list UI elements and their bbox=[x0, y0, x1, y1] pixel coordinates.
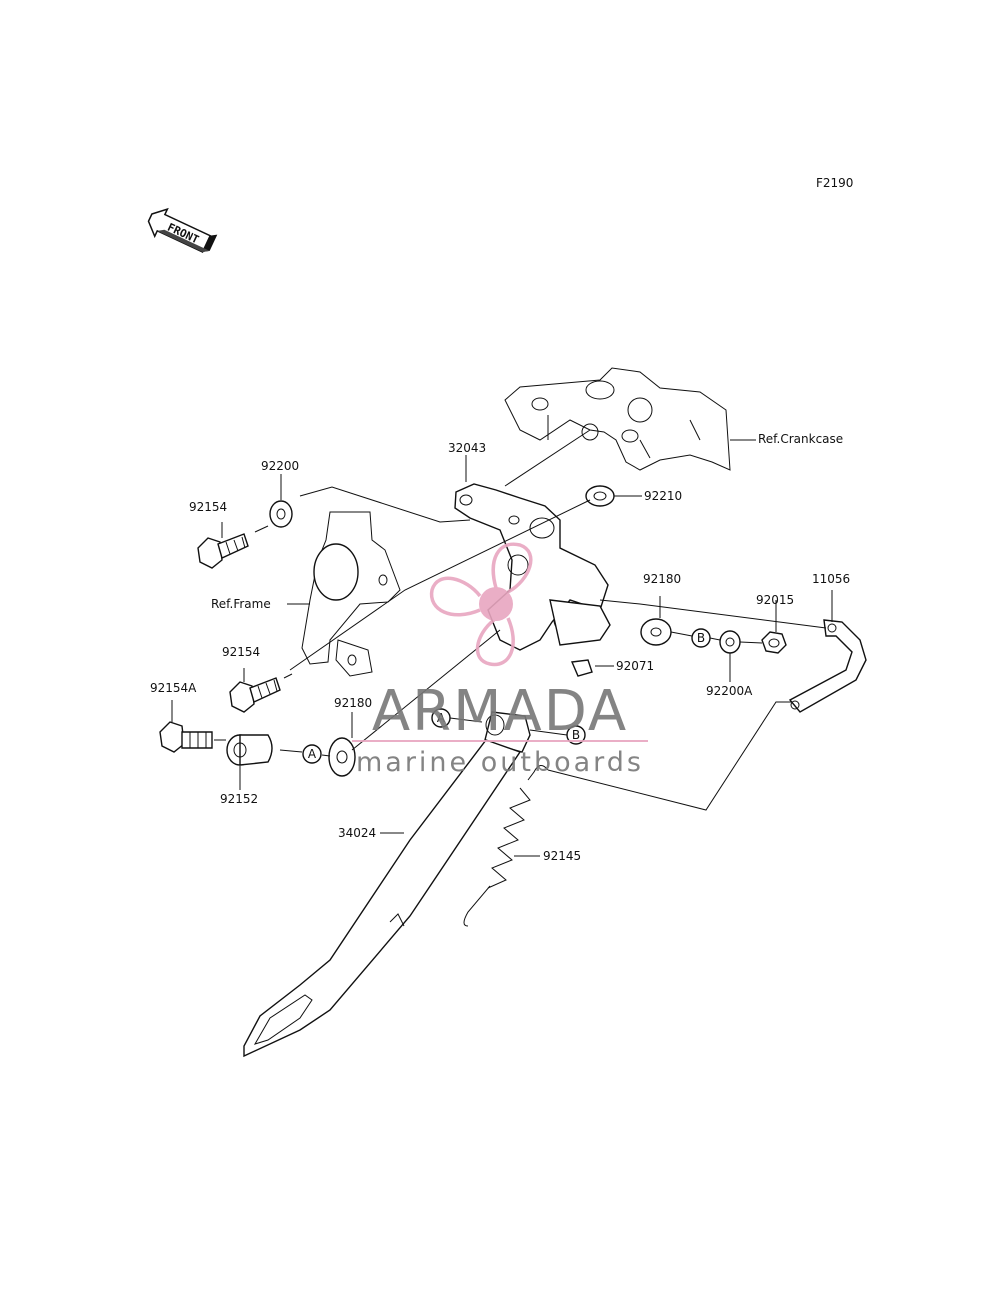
callout-32043: 32043 bbox=[448, 441, 486, 455]
washer-92200 bbox=[269, 500, 293, 528]
bolt-92154-mid bbox=[229, 677, 281, 713]
bracket-32043 bbox=[454, 483, 611, 651]
svg-text:B: B bbox=[697, 631, 705, 645]
marker-a-left: A bbox=[302, 744, 322, 764]
callout-11056: 11056 bbox=[812, 572, 850, 586]
callout-92015: 92015 bbox=[756, 593, 794, 607]
stopper-11056 bbox=[788, 619, 867, 713]
washer-92180-right bbox=[640, 618, 672, 646]
spring-92145 bbox=[463, 765, 549, 927]
propeller-logo bbox=[429, 542, 533, 667]
callout-92210: 92210 bbox=[644, 489, 682, 503]
svg-text:A: A bbox=[308, 747, 317, 761]
callout-34024: 34024 bbox=[338, 826, 376, 840]
callout-92154-top: 92154 bbox=[189, 500, 227, 514]
callout-92180-right: 92180 bbox=[643, 572, 681, 586]
watermark: ARMADA marine outboards bbox=[352, 542, 648, 778]
collar-92152 bbox=[226, 734, 273, 766]
callout-92200A: 92200A bbox=[706, 684, 753, 698]
nut-92015 bbox=[761, 631, 787, 654]
nut-92071 bbox=[570, 659, 593, 677]
watermark-tagline: marine outboards bbox=[356, 747, 644, 778]
callout-92152: 92152 bbox=[220, 792, 258, 806]
marker-b-right: B bbox=[691, 628, 711, 648]
figure-code: F2190 bbox=[816, 176, 853, 190]
callout-92071: 92071 bbox=[616, 659, 654, 673]
callout-frame: Ref.Frame bbox=[211, 597, 271, 611]
watermark-brand: ARMADA bbox=[372, 679, 628, 744]
bolt-92154A bbox=[159, 721, 213, 753]
svg-text:B: B bbox=[572, 728, 580, 742]
bolt-92154-top bbox=[197, 533, 249, 569]
leader-lines bbox=[171, 429, 833, 857]
callout-92154-mid: 92154 bbox=[222, 645, 260, 659]
callout-crankcase: Ref.Crankcase bbox=[758, 432, 843, 446]
callout-92200: 92200 bbox=[261, 459, 299, 473]
washer-92180-left bbox=[328, 737, 356, 777]
callout-92180-left: 92180 bbox=[334, 696, 372, 710]
washer-92200A bbox=[719, 630, 741, 654]
callout-92145: 92145 bbox=[543, 849, 581, 863]
front-arrow-icon: FRONT bbox=[147, 207, 218, 253]
svg-text:A: A bbox=[437, 711, 446, 725]
crankcase-ref bbox=[504, 367, 731, 471]
frame-ref bbox=[301, 511, 401, 677]
collar-92210 bbox=[585, 485, 615, 507]
callout-92154A: 92154A bbox=[150, 681, 197, 695]
